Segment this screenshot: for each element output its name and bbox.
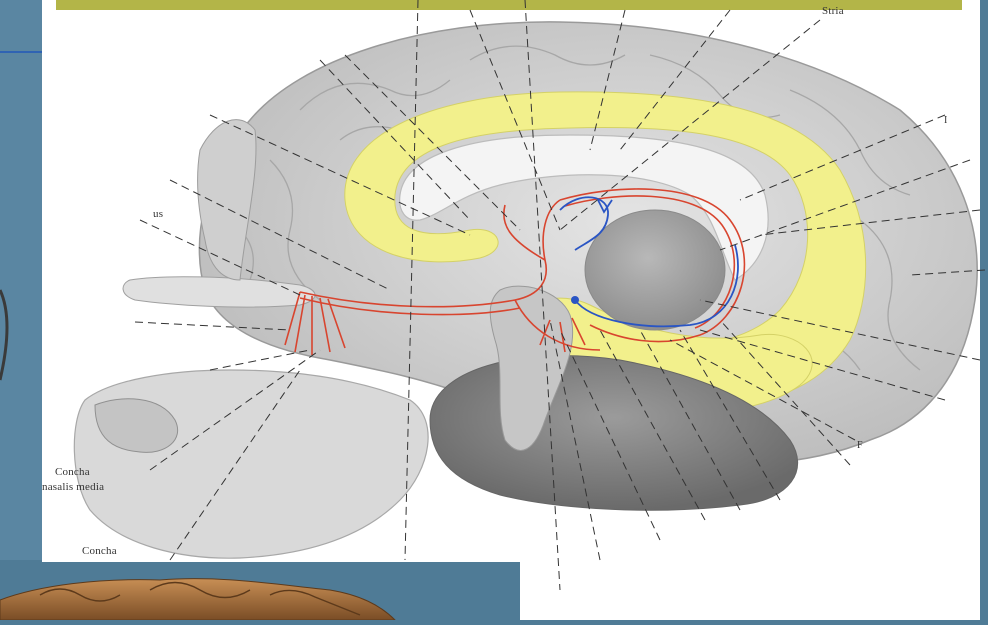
- label-concha-lower: Concha: [82, 545, 117, 557]
- slide-left-bar: [0, 0, 44, 560]
- label-i-mark: I: [944, 115, 948, 127]
- thalamus: [585, 210, 725, 330]
- label-concha-media-line2: nasalis media: [42, 481, 104, 493]
- label-f-mark: F: [857, 440, 863, 452]
- vessel-node: [571, 296, 579, 304]
- label-us: us: [153, 208, 163, 220]
- label-stria: Stria: [822, 5, 844, 17]
- label-concha-media-line1: Concha: [55, 466, 90, 478]
